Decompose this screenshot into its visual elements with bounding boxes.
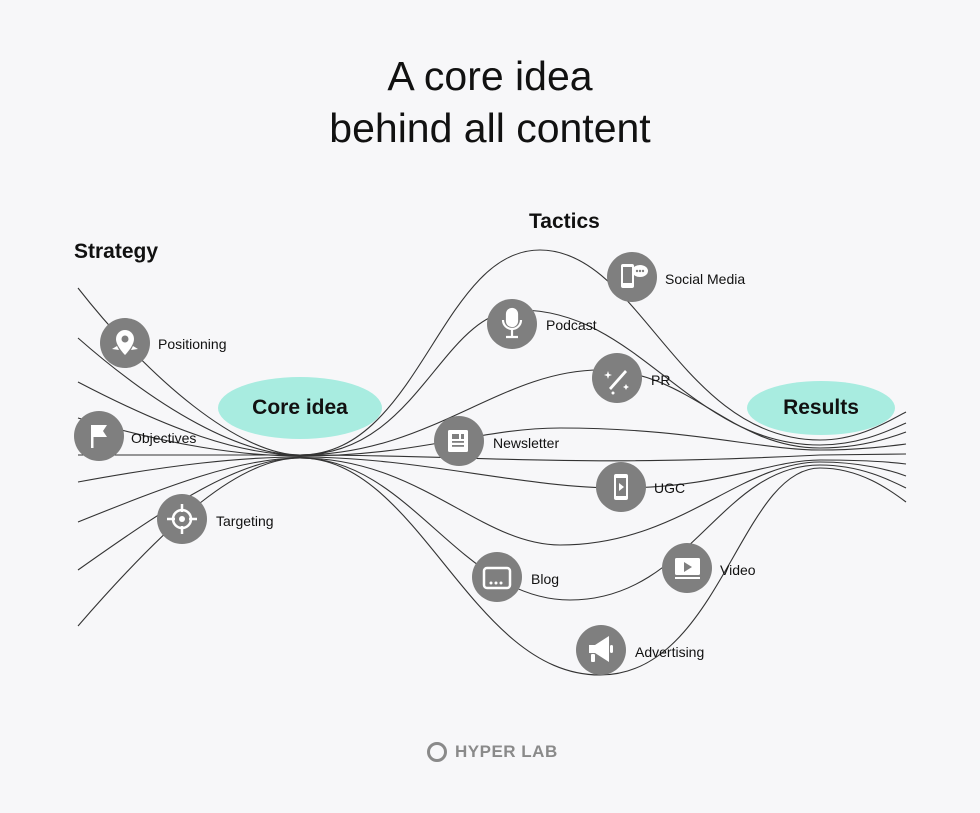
flow-line (77, 249, 907, 456)
advertising-label: Advertising (635, 644, 705, 660)
positioning-label: Positioning (158, 336, 227, 352)
results-label: Results (783, 396, 859, 419)
flow-line (78, 453, 907, 462)
title-line-1: A core idea (387, 53, 593, 99)
blog-label: Blog (531, 571, 560, 587)
ugc-label: UGC (654, 480, 686, 496)
podcast-label: Podcast (546, 317, 597, 333)
brand-logo: HYPER LAB (427, 742, 558, 762)
node-pr (592, 353, 642, 403)
location-pin-icon (112, 330, 138, 355)
magic-wand-icon (604, 370, 629, 395)
flow-lines (77, 249, 907, 676)
crosshair-icon (167, 504, 197, 534)
phone-video-icon (614, 474, 628, 500)
video-player-icon (675, 558, 700, 579)
strategy-heading: Strategy (74, 240, 159, 263)
core-idea-label: Core idea (252, 396, 348, 419)
results-hub (747, 381, 895, 435)
megaphone-icon (589, 636, 613, 662)
node-blog (472, 552, 522, 602)
social-media-label: Social Media (665, 271, 746, 287)
flow-line (77, 457, 907, 546)
newsletter-label: Newsletter (493, 435, 560, 451)
microphone-icon (501, 307, 523, 339)
node-social-media (607, 252, 657, 302)
objectives-label: Objectives (131, 430, 197, 446)
node-podcast (487, 299, 537, 349)
node-newsletter (434, 416, 484, 466)
flow-line (77, 457, 907, 676)
title-line-2: behind all content (329, 105, 651, 151)
newspaper-icon (448, 430, 468, 452)
targeting-label: Targeting (216, 513, 274, 529)
node-positioning (100, 318, 150, 368)
node-objectives (74, 411, 124, 461)
tactics-heading: Tactics (529, 210, 600, 233)
flow-line (77, 417, 907, 457)
page-title: A core idea behind all content (0, 50, 980, 154)
node-video (662, 543, 712, 593)
node-targeting (157, 494, 207, 544)
flow-line (77, 456, 907, 489)
brand-name: HYPER LAB (455, 742, 558, 761)
flag-icon (91, 425, 107, 448)
video-label: Video (720, 562, 756, 578)
node-ugc (596, 462, 646, 512)
phone-chat-icon (621, 264, 648, 288)
node-advertising (576, 625, 626, 675)
flow-line (77, 369, 907, 456)
ring-icon (427, 742, 447, 762)
core-idea-hub (218, 377, 382, 439)
flow-line (77, 457, 907, 601)
pr-label: PR (651, 372, 671, 388)
browser-window-icon (482, 566, 512, 590)
